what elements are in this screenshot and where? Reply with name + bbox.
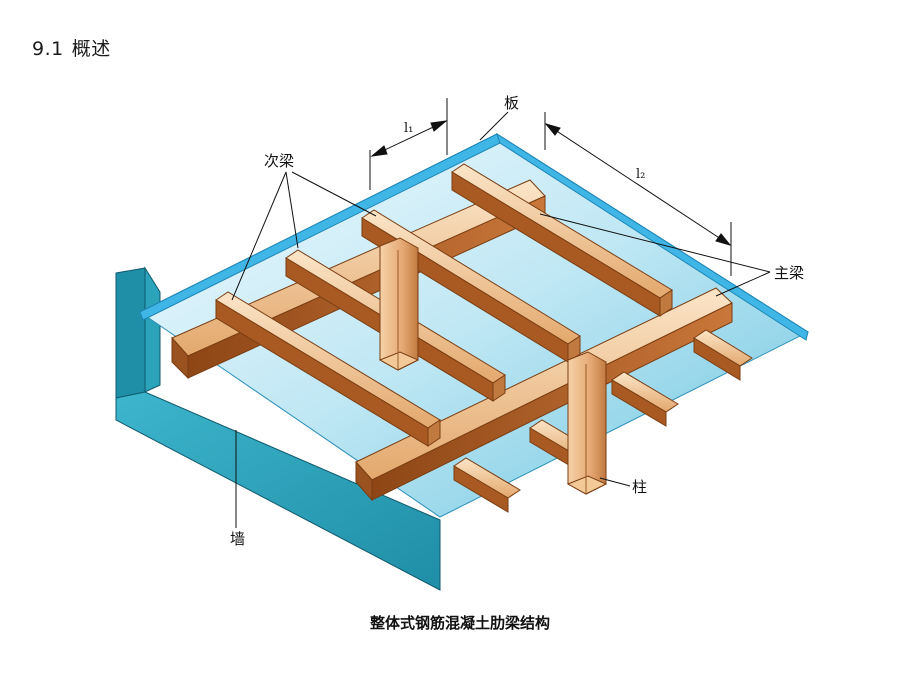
label-column: 柱 — [632, 478, 647, 496]
floor-slab — [139, 132, 810, 518]
main-beam — [355, 287, 733, 502]
section-heading: 9.1 概述 — [32, 34, 111, 61]
wall — [115, 266, 441, 591]
label-span-l2: l₂ — [636, 167, 645, 182]
secondary-beam — [611, 371, 679, 427]
secondary-beam — [693, 329, 753, 381]
dimension-l1 — [369, 98, 448, 190]
section-number: 9.1 — [32, 38, 64, 60]
label-span-l1: l₁ — [404, 121, 413, 136]
secondary-beam — [215, 291, 441, 447]
dimension-l2 — [544, 112, 732, 276]
secondary-beam — [451, 163, 673, 317]
label-secondary-beam: 次梁 — [264, 152, 294, 170]
column — [566, 351, 608, 495]
figure-caption: 整体式钢筋混凝土肋梁结构 — [369, 614, 550, 632]
label-slab: 板 — [504, 94, 519, 112]
secondary-beam — [453, 457, 521, 513]
label-wall: 墙 — [230, 530, 245, 548]
leader-lines — [231, 111, 771, 528]
column — [378, 237, 420, 371]
section-title: 概述 — [71, 38, 111, 60]
columns — [378, 237, 608, 495]
label-main-beam: 主梁 — [774, 264, 804, 282]
